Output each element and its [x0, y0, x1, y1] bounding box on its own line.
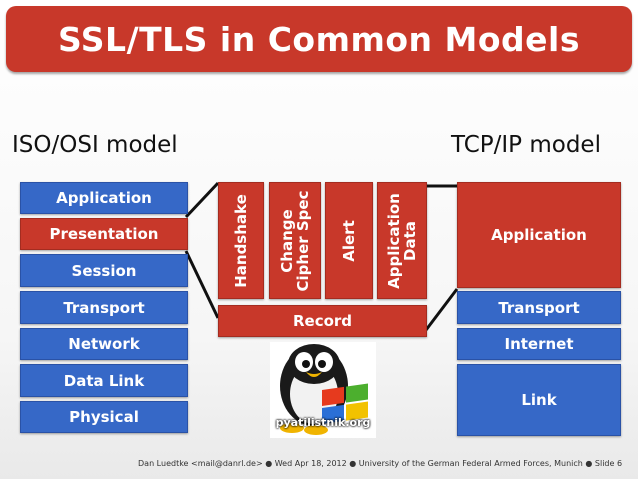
tls-handshake-box: Handshake: [218, 182, 264, 299]
tls-application-data-box: Application Data: [377, 182, 427, 299]
tls-record-box: Record: [218, 305, 427, 337]
osi-layer-network: Network: [20, 328, 188, 360]
penguin-icon: [270, 342, 376, 438]
connector-line-bottom-left: [184, 250, 220, 319]
pyatilistnik-logo: pyatilistnik.org: [270, 342, 376, 438]
slide-footer: Dan Luedtke <mail@danrl.de> ● Wed Apr 18…: [138, 459, 623, 468]
tcp-layer-application: Application: [457, 182, 621, 288]
osi-layer-application: Application: [20, 182, 188, 214]
connector-line-top-left: [184, 181, 220, 219]
connector-line-bottom-right: [424, 288, 459, 331]
tcp-layer-transport: Transport: [457, 291, 621, 324]
iso-osi-heading: ISO/OSI model: [12, 132, 178, 158]
tls-change-cipher-spec-box: Change Cipher Spec: [269, 182, 321, 299]
tcp-layer-internet: Internet: [457, 328, 621, 360]
osi-layer-session: Session: [20, 254, 188, 287]
osi-layer-presentation: Presentation: [20, 218, 188, 250]
tls-change-cipher-spec-label: Change Cipher Spec: [278, 190, 312, 291]
slide-title: SSL/TLS in Common Models: [6, 6, 632, 72]
osi-layer-physical: Physical: [20, 401, 188, 433]
tls-alert-label: Alert: [340, 219, 358, 262]
tls-alert-box: Alert: [325, 182, 373, 299]
tcp-layer-link: Link: [457, 364, 621, 436]
tls-handshake-label: Handshake: [232, 193, 250, 288]
logo-text: pyatilistnik.org: [275, 416, 371, 429]
osi-layer-data-link: Data Link: [20, 364, 188, 397]
tls-application-data-label: Application Data: [385, 192, 419, 289]
tcp-ip-heading: TCP/IP model: [451, 132, 601, 158]
osi-layer-transport: Transport: [20, 291, 188, 324]
